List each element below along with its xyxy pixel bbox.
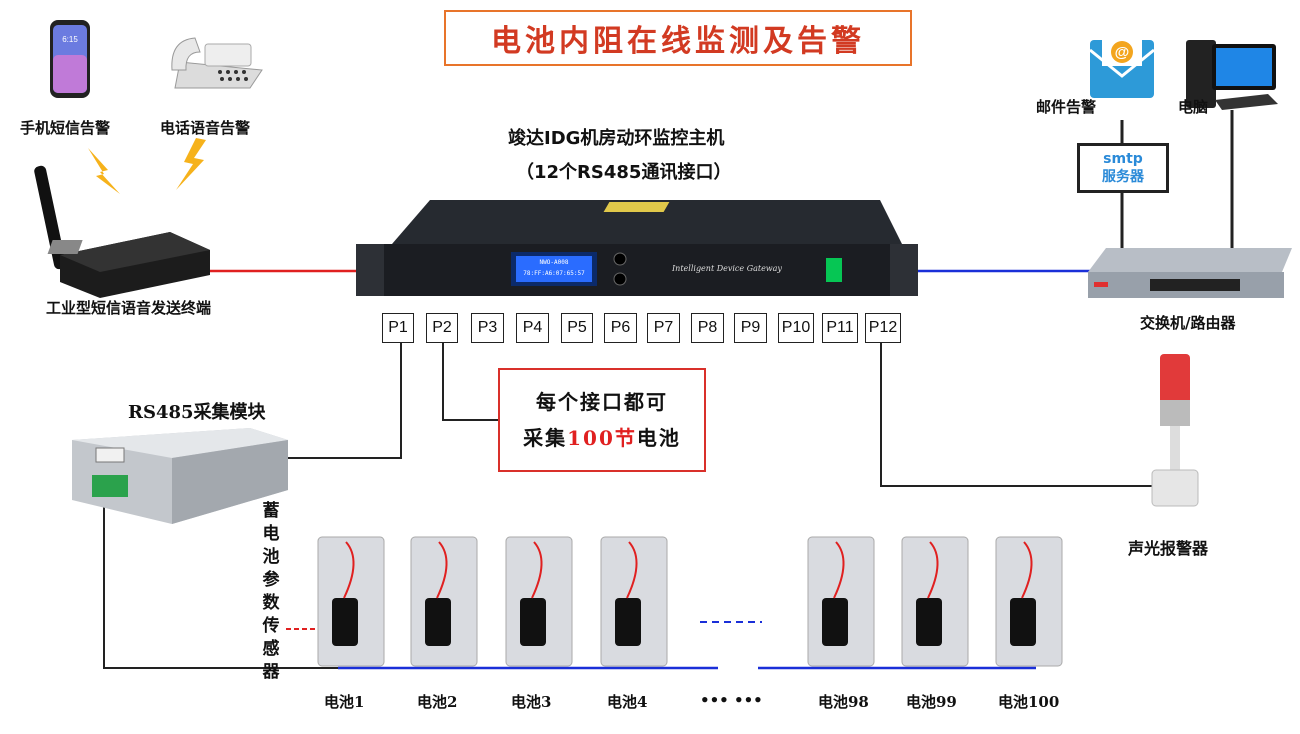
telephone-icon bbox=[171, 37, 263, 89]
battery-icon bbox=[410, 536, 478, 667]
port-p5: P5 bbox=[561, 313, 593, 343]
port-p3: P3 bbox=[471, 313, 504, 343]
note-line2-pre: 采集 bbox=[523, 426, 568, 450]
battery-icon bbox=[505, 536, 573, 667]
module-label: RS485采集模块 bbox=[128, 402, 266, 423]
port-p8: P8 bbox=[691, 313, 724, 343]
battery-label: 电池100 bbox=[998, 693, 1060, 711]
smtp-server-box: smtp 服务器 bbox=[1077, 143, 1169, 193]
sensor-label: 蓄 电 池 参 数 传 感 器 bbox=[258, 500, 284, 684]
port-p1: P1 bbox=[382, 313, 414, 343]
battery-icon bbox=[600, 536, 668, 667]
p12-beacon-link bbox=[880, 343, 1152, 487]
port-p2: P2 bbox=[426, 313, 458, 343]
svg-text:@: @ bbox=[1115, 44, 1130, 61]
lightning-icon bbox=[176, 138, 206, 190]
switch-label: 交换机/路由器 bbox=[1140, 314, 1236, 332]
smtp-line1: smtp bbox=[1103, 151, 1143, 167]
battery-label: 电池99 bbox=[906, 693, 957, 711]
sensor-char: 蓄 bbox=[262, 501, 280, 521]
battery-icon bbox=[995, 536, 1063, 667]
host-unit bbox=[356, 200, 918, 296]
battery-label: 电池2 bbox=[417, 693, 458, 711]
lightning-icon bbox=[88, 148, 120, 194]
email-alarm-label: 邮件告警 bbox=[1036, 98, 1097, 116]
smtp-line2: 服务器 bbox=[1102, 169, 1144, 185]
battery-label: 电池98 bbox=[818, 693, 869, 711]
p2-note-link bbox=[442, 343, 498, 421]
port-p7: P7 bbox=[647, 313, 680, 343]
port-p6: P6 bbox=[604, 313, 637, 343]
module-bus-link bbox=[103, 500, 338, 669]
lcd-line2: 78:FF:A6:07:65:57 bbox=[523, 270, 585, 277]
sensor-char: 数 bbox=[262, 593, 280, 613]
battery-label: 电池3 bbox=[511, 693, 552, 711]
note-line2-post: 电池 bbox=[636, 426, 681, 450]
battery-icon bbox=[317, 536, 385, 667]
terminal-icon bbox=[34, 165, 210, 298]
email-icon: @ bbox=[1089, 32, 1155, 98]
port-p10: P10 bbox=[778, 313, 814, 343]
terminal-label: 工业型短信语音发送终端 bbox=[46, 299, 212, 317]
computer-icon bbox=[1186, 40, 1278, 110]
battery-icon bbox=[807, 536, 875, 667]
sensor-char: 池 bbox=[262, 547, 280, 567]
note-line2: 采集100节电池 bbox=[523, 420, 681, 456]
p1-module-link bbox=[286, 343, 402, 459]
battery-ellipsis: ••• ••• bbox=[700, 691, 763, 709]
port-p4: P4 bbox=[516, 313, 549, 343]
port-p11: P11 bbox=[822, 313, 858, 343]
battery-icon bbox=[901, 536, 969, 667]
note-line2-num: 100节 bbox=[567, 426, 637, 450]
sms-alarm-label: 手机短信告警 bbox=[20, 119, 111, 137]
beacon-label: 声光报警器 bbox=[1128, 539, 1209, 558]
sensor-char: 参 bbox=[262, 570, 280, 590]
lcd-line1: NWO-A008 bbox=[539, 259, 569, 266]
note-line1: 每个接口都可 bbox=[536, 390, 668, 414]
port-p12: P12 bbox=[865, 313, 901, 343]
host-subtitle: （12个RS485通讯接口） bbox=[516, 162, 732, 183]
phone-icon: 6:15 bbox=[50, 20, 90, 98]
capacity-note: 每个接口都可 采集100节电池 bbox=[498, 368, 706, 472]
host-lcd: NWO-A008 78:FF:A6:07:65:57 bbox=[518, 257, 590, 279]
sensor-char: 感 bbox=[262, 639, 280, 659]
sensor-char: 器 bbox=[262, 662, 280, 682]
voice-alarm-label: 电话语音告警 bbox=[160, 119, 251, 137]
module-icon bbox=[72, 428, 288, 524]
battery-label: 电池4 bbox=[607, 693, 648, 711]
host-brand: Intelligent Device Gateway bbox=[672, 264, 782, 273]
svg-text:6:15: 6:15 bbox=[62, 35, 78, 44]
computer-label: 电脑 bbox=[1178, 98, 1209, 116]
battery-group bbox=[317, 536, 1063, 667]
sensor-char: 电 bbox=[262, 524, 280, 544]
sensor-char: 传 bbox=[262, 616, 280, 636]
switch-icon bbox=[1088, 248, 1292, 298]
host-name: 竣达IDG机房动环监控主机 bbox=[508, 128, 725, 149]
beacon-icon bbox=[1151, 354, 1199, 507]
port-p9: P9 bbox=[734, 313, 767, 343]
page-title: 电池内阻在线监测及告警 bbox=[444, 10, 912, 66]
battery-label: 电池1 bbox=[324, 693, 365, 711]
